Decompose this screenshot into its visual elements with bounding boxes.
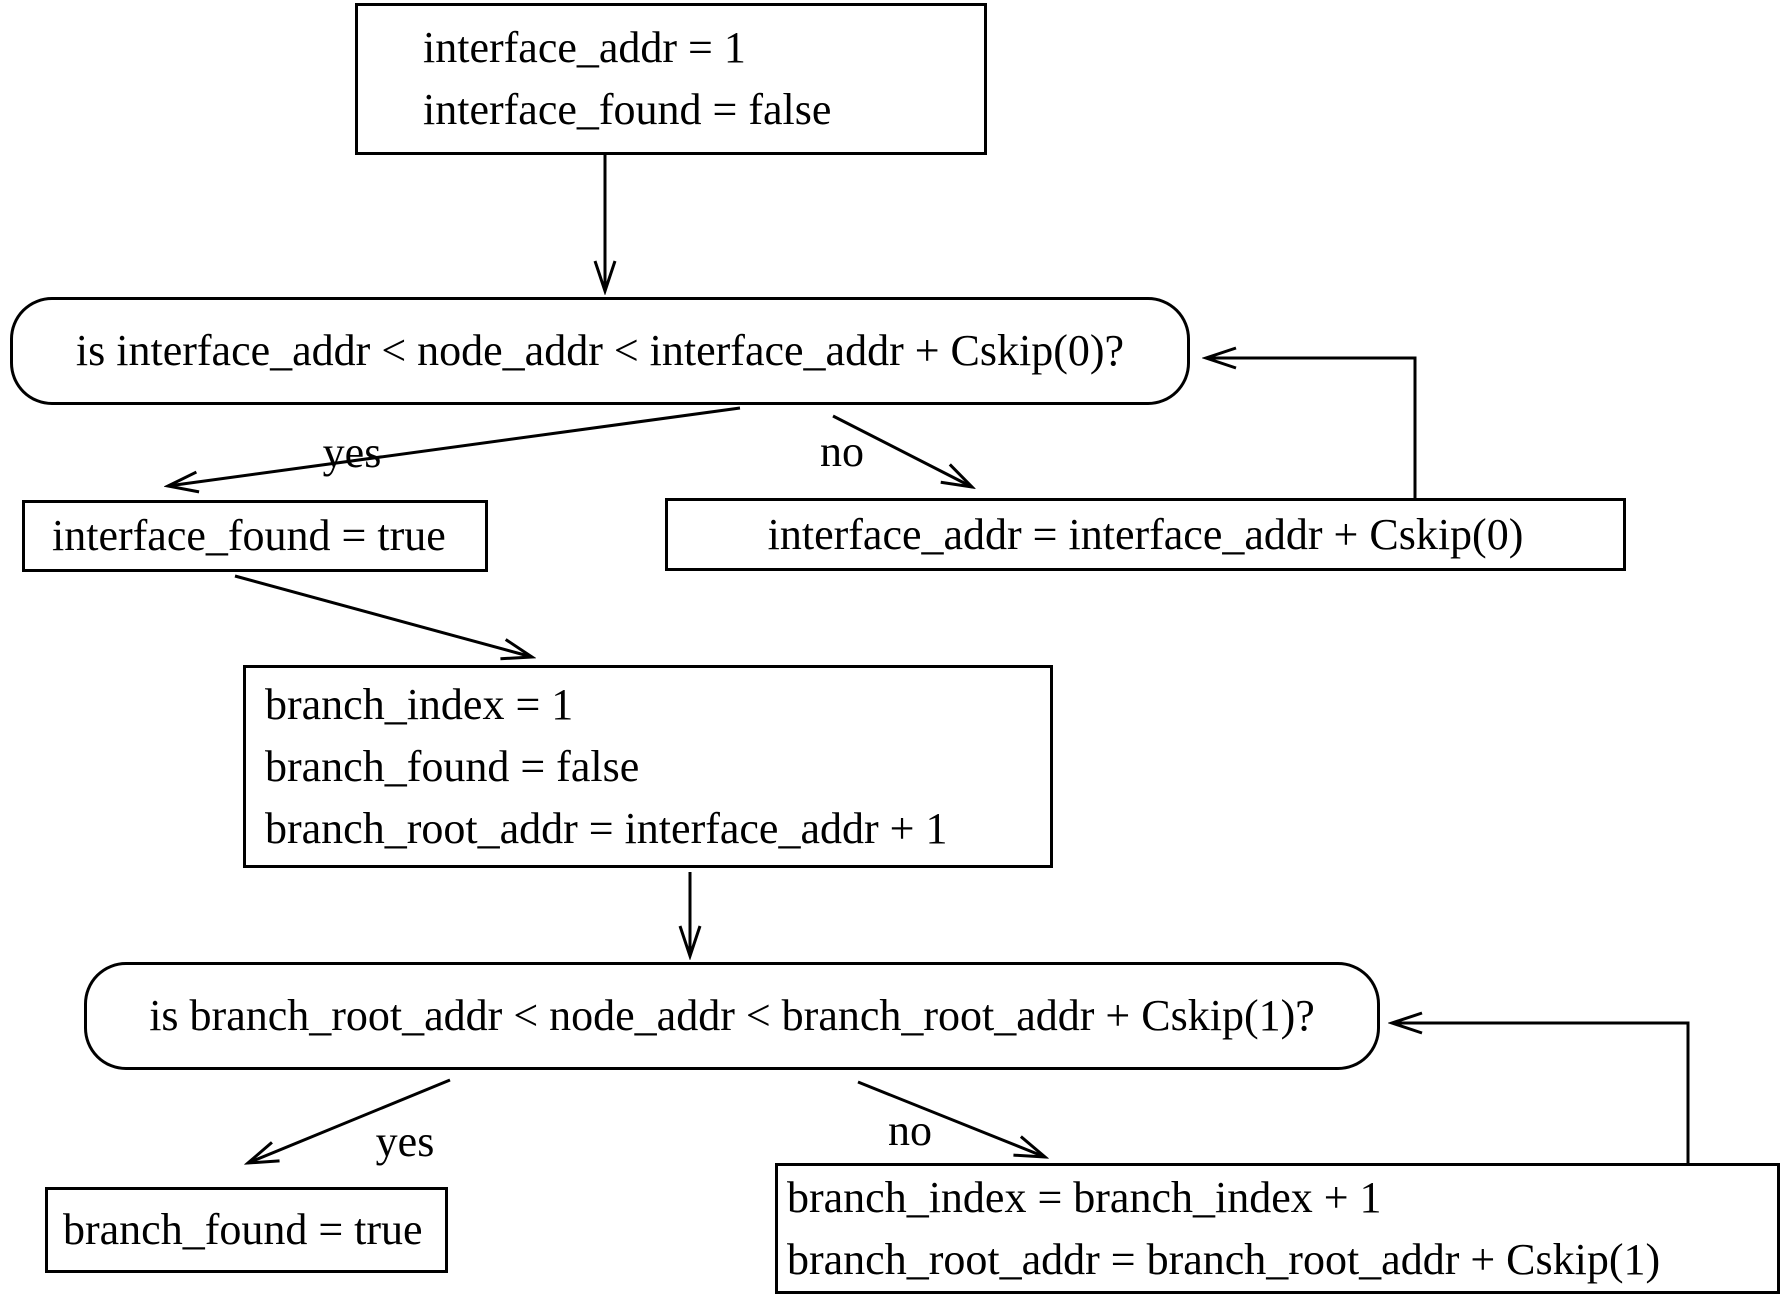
arrow-found-to-init-branch [234,574,532,657]
node-text-line: interface_found = false [423,85,832,134]
edge-label-yes-branch: yes [375,1117,435,1166]
node-text-line: branch_found = true [63,1205,423,1254]
arrow-no-interface [832,414,972,487]
node-text-line: interface_addr = 1 [423,23,746,72]
node-interface-found-true: interface_found = true [22,500,488,572]
node-interface-addr-increment: interface_addr = interface_addr + Cskip(… [665,498,1626,571]
node-branch-increment: branch_index = branch_index + 1 branch_r… [775,1163,1780,1294]
node-text-line: branch_root_addr = interface_addr + 1 [265,803,948,853]
loopback-branch-increment [1392,1023,1690,1163]
arrow-no-branch [857,1080,1045,1157]
decision-text: is branch_root_addr < node_addr < branch… [149,991,1315,1040]
node-text-line: branch_root_addr = branch_root_addr + Cs… [787,1234,1661,1284]
arrow-yes-interface [168,406,741,486]
edge-label-no-interface: no [820,427,864,476]
node-text-line: branch_found = false [265,741,640,791]
node-text-line: branch_index = 1 [265,679,574,729]
node-init-branch: branch_index = 1 branch_found = false br… [243,665,1053,868]
edge-label-no-branch: no [888,1106,932,1155]
node-init-interface: interface_addr = 1 interface_found = fal… [355,3,987,155]
decision-text: is interface_addr < node_addr < interfac… [75,326,1125,375]
node-text-line: interface_found = true [52,511,446,560]
loopback-interface-increment [1206,358,1417,498]
node-branch-found-true: branch_found = true [45,1187,448,1273]
node-text-line: interface_addr = interface_addr + Cskip(… [767,509,1524,559]
node-decision-branch: is branch_root_addr < node_addr < branch… [84,962,1380,1070]
node-text-line: branch_index = branch_index + 1 [787,1172,1382,1222]
edge-label-yes-interface: yes [322,428,382,477]
arrow-yes-branch [248,1078,451,1163]
node-decision-interface: is interface_addr < node_addr < interfac… [10,297,1190,405]
